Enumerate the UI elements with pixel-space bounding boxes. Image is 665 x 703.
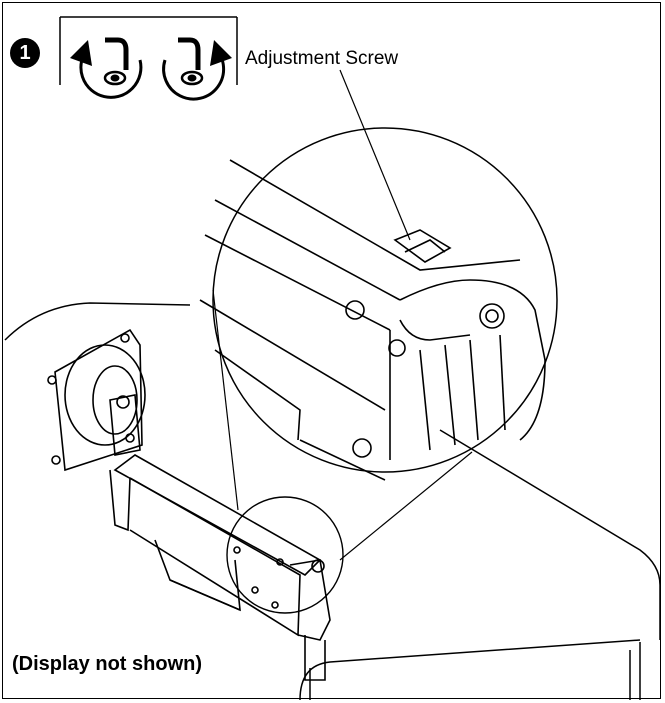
clockwise-allen-key-icon (162, 37, 232, 101)
monitor-arm (109, 394, 331, 681)
adjustment-screw-label: Adjustment Screw (245, 48, 399, 69)
figure-caption: (Display not shown) (12, 653, 202, 675)
zoom-connector-lines (212, 289, 473, 561)
step-number-badge: 1 (10, 38, 40, 68)
zoom-detail-circle (212, 127, 558, 473)
rotation-icons-box (59, 16, 238, 85)
zoom-source-circle (226, 496, 344, 614)
vesa-mount-plate (47, 328, 146, 472)
arm-detail-view (199, 159, 546, 481)
counterclockwise-allen-key-icon (70, 37, 143, 99)
desk-surface (4, 302, 661, 701)
callout-leader-line (339, 69, 411, 241)
